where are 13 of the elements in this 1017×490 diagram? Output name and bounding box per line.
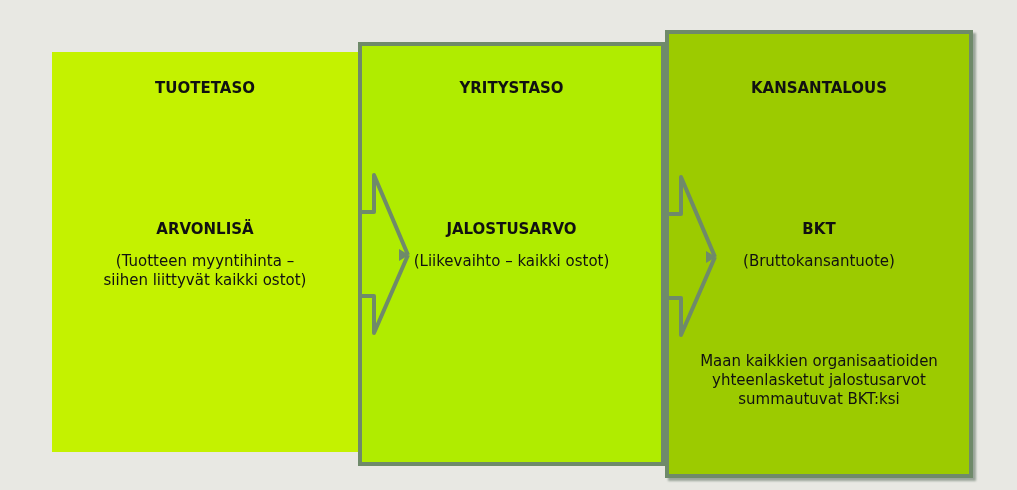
definition-text: (Bruttokansantuote) — [742, 252, 896, 271]
level-heading: TUOTETASO — [154, 79, 256, 97]
measure-title: BKT — [801, 220, 837, 238]
measure-title: ARVONLISÄ — [155, 220, 255, 238]
measure-title: JALOSTUSARVO — [444, 220, 578, 238]
level-heading: YRITYSTASO — [458, 79, 565, 97]
level-box — [358, 42, 665, 466]
level-box — [665, 30, 973, 478]
definition-text: (Liikevaihto – kaikki ostot) — [412, 252, 611, 271]
level-heading: KANSANTALOUS — [749, 79, 889, 97]
note-text: Maan kaikkien organisaatioiden yhteenlasketut jalostusarvot summautuvat BKT:ksi — [699, 352, 939, 409]
level-box — [52, 52, 358, 452]
definition-text: (Tuotteen myyntihinta – siihen liittyvät kaikki ostot) — [102, 252, 308, 290]
